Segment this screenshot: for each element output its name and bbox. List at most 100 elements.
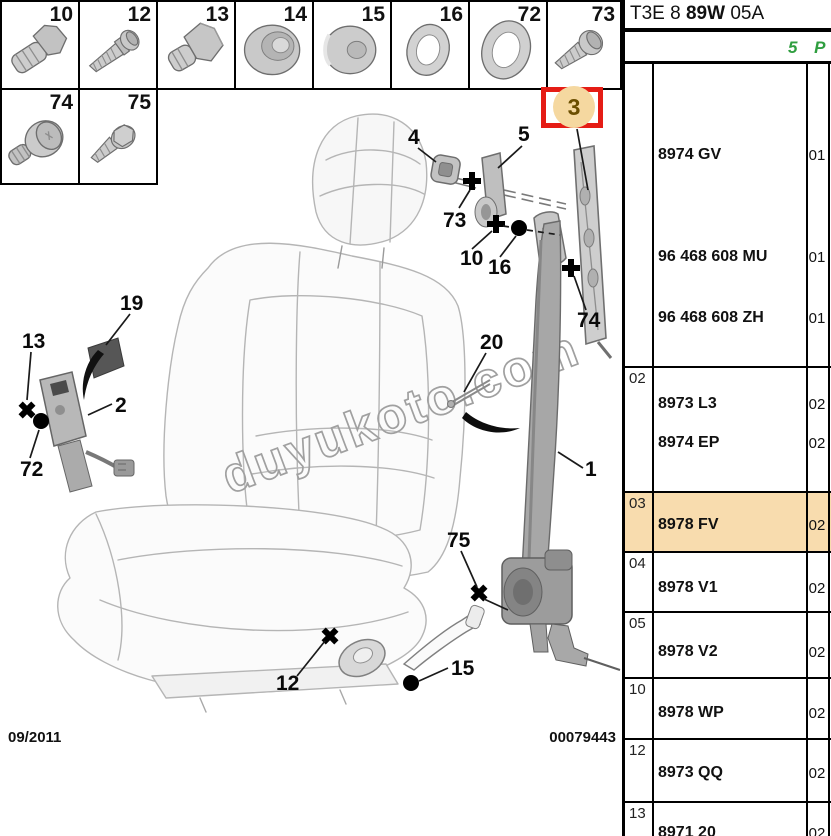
section-label: 12 [629, 742, 646, 759]
part-qty: 01 [808, 249, 826, 266]
callout-labels: 19 13 2 72 4 5 73 10 16 74 20 1 75 12 15 [20, 123, 601, 695]
parts-table: 8974 GV 01 96 468 608 MU 01 96 468 608 Z… [625, 61, 831, 836]
part-cell-10[interactable]: 10 [0, 0, 80, 90]
dot-marker-15 [403, 675, 419, 691]
section-label: 13 [629, 805, 646, 822]
table-section-10: 10 8978 WP 02 [625, 679, 831, 740]
section-label: 04 [629, 555, 646, 572]
part-cell-16[interactable]: 16 [390, 0, 470, 90]
callout-19: 19 [120, 292, 143, 315]
belt-retractor [501, 549, 621, 671]
part-cell-number: 75 [127, 91, 151, 114]
part-cell-12[interactable]: 12 [78, 0, 158, 90]
callout-13: 13 [22, 330, 45, 353]
part-number[interactable]: 8978 FV [658, 516, 719, 533]
part-qty: 02 [808, 644, 826, 661]
table-section-02: 02 8973 L3 02 8974 EP 02 [625, 368, 831, 493]
part-number[interactable]: 8971 20 [658, 824, 716, 836]
part-qty: 02 [808, 825, 826, 836]
part-12-grommet [338, 638, 386, 678]
part-number[interactable]: 8974 EP [658, 434, 720, 451]
part-cell-72[interactable]: 72 [468, 0, 548, 90]
part-4-clip [430, 154, 461, 185]
hex-screw-icon [90, 124, 136, 163]
callout-75: 75 [447, 529, 471, 552]
dot-marker-72 [33, 413, 49, 429]
part-number[interactable]: 96 468 608 ZH [658, 309, 764, 326]
x-marker-12 [321, 627, 339, 645]
callout-15: 15 [451, 657, 475, 680]
highlighted-callout-3: 3 [567, 93, 581, 120]
dot-marker-16 [511, 220, 527, 236]
part-qty: 02 [808, 517, 826, 534]
note-row: 5 P [625, 30, 831, 63]
large-ring-icon [481, 20, 532, 80]
highlight-circle: 3 [553, 86, 595, 128]
part-number[interactable]: 8978 WP [658, 704, 724, 721]
part-cell-75[interactable]: 75 [78, 88, 158, 185]
part-qty: 02 [808, 396, 826, 413]
section-label: 02 [629, 370, 646, 387]
part-qty: 01 [808, 310, 826, 327]
code-suffix: 05A [725, 3, 765, 24]
flat-washer-icon [406, 23, 450, 76]
callout-5: 5 [518, 123, 530, 146]
part-qty: 02 [808, 435, 826, 452]
fastener-markers [18, 172, 580, 691]
selected-callout-highlight[interactable]: 3 [541, 86, 603, 128]
part-cell-number: 72 [517, 3, 541, 26]
part-cell-15[interactable]: 15 [312, 0, 392, 90]
part-cell-73[interactable]: 73 [546, 0, 622, 90]
section-label: 03 [629, 495, 646, 512]
catalog-code-header: T3E 8 89W 05A [625, 0, 831, 30]
part-cell-74[interactable]: 74 [0, 88, 80, 185]
part-cell-number: 74 [49, 91, 73, 114]
thick-washer-icon [323, 25, 377, 75]
part-20-rod [447, 379, 520, 433]
part-number[interactable]: 8978 V1 [658, 579, 718, 596]
part-cell-number: 15 [361, 3, 385, 26]
part-number[interactable]: 8973 L3 [658, 395, 717, 412]
big-head-screw-icon [8, 120, 64, 166]
x-marker-75 [470, 584, 488, 602]
part-number[interactable]: 8973 QQ [658, 764, 723, 781]
pan-head-screw-icon [554, 29, 604, 70]
part-cell-13[interactable]: 13 [156, 0, 236, 90]
bolt-icon [11, 24, 68, 74]
table-section-04: 04 8978 V1 02 [625, 553, 831, 613]
grommet-icon [243, 24, 301, 76]
seat-belt-exploded-diagram: duyukoto.com [18, 113, 621, 713]
part-cell-number: 14 [283, 3, 307, 26]
plus-marker-73 [463, 172, 481, 190]
part-cell-number: 16 [439, 3, 463, 26]
x-marker-13 [18, 401, 36, 419]
table-section-12: 12 8973 QQ 02 [625, 740, 831, 803]
table-section-05: 05 8978 V2 02 [625, 613, 831, 679]
document-number: 00079443 [549, 729, 616, 746]
part-1-belt-strap [521, 220, 562, 572]
plus-marker-10 [487, 215, 505, 233]
part-cell-number: 13 [205, 3, 229, 26]
part-number[interactable]: 8978 V2 [658, 643, 718, 660]
callout-10: 10 [460, 247, 483, 270]
part-cell-number: 12 [127, 3, 151, 26]
part-number[interactable]: 8974 GV [658, 146, 722, 163]
part-qty: 02 [808, 580, 826, 597]
table-section-01: 8974 GV 01 96 468 608 MU 01 96 468 608 Z… [625, 64, 831, 368]
part-3-height-adjuster-rail [573, 145, 613, 359]
green-note: 5 P [788, 38, 826, 57]
part-number[interactable]: 96 468 608 MU [658, 248, 768, 265]
column-divider-2 [806, 61, 808, 836]
part-cell-14[interactable]: 14 [234, 0, 314, 90]
part-qty: 02 [808, 705, 826, 722]
plus-marker-74 [562, 259, 580, 277]
table-section-03-selected[interactable]: 03 8978 FV 02 [625, 493, 831, 553]
part-5-bracket [474, 152, 507, 228]
part-2-buckle [39, 371, 135, 493]
code-prefix: T3E 8 [630, 3, 686, 24]
callout-73: 73 [443, 209, 466, 232]
callout-20: 20 [480, 331, 503, 354]
parts-panel: T3E 8 89W 05A 5 P 8974 GV 01 96 468 608 … [622, 0, 831, 836]
long-screw-icon [88, 29, 140, 73]
